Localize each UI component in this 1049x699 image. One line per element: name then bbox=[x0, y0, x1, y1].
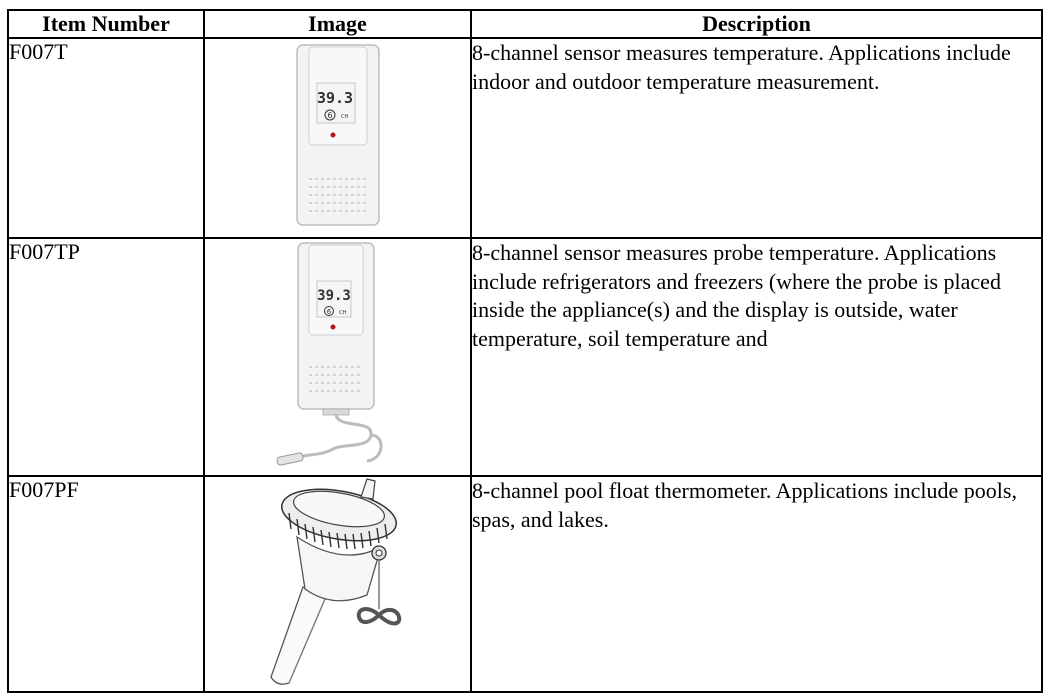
header-description: Description bbox=[470, 9, 1043, 39]
description-cell: 8-channel sensor measures probe temperat… bbox=[470, 237, 1043, 477]
table-row: F007PF bbox=[7, 475, 1043, 693]
item-number-cell: F007PF bbox=[7, 475, 205, 693]
display-reading: 39.3 bbox=[316, 89, 352, 107]
header-item-number: Item Number bbox=[7, 9, 205, 39]
pool-float-thermometer-icon bbox=[269, 478, 401, 685]
probe-temperature-sensor-icon: 39.3 6 CH bbox=[276, 242, 382, 466]
table-row: F007T 39.3 6 CH bbox=[7, 37, 1043, 239]
image-cell: 39.3 6 CH bbox=[203, 237, 472, 477]
header-image: Image bbox=[203, 9, 472, 39]
table-row: F007TP 39.3 6 CH bbox=[7, 237, 1043, 477]
description-cell: 8-channel sensor measures temperature. A… bbox=[470, 37, 1043, 239]
sensor-table: Item Number Image Description F007T 39.3… bbox=[7, 9, 1043, 693]
temperature-sensor-icon: 39.3 6 CH bbox=[295, 44, 380, 226]
display-channel: 6 bbox=[326, 308, 331, 316]
channel-label: CH bbox=[339, 310, 346, 316]
image-cell bbox=[203, 475, 472, 693]
channel-label: CH bbox=[341, 114, 348, 120]
description-cell: 8-channel pool float thermometer. Applic… bbox=[470, 475, 1043, 693]
item-number-cell: F007TP bbox=[7, 237, 205, 477]
display-reading: 39.3 bbox=[317, 288, 351, 304]
display-channel: 6 bbox=[327, 111, 332, 120]
item-number-cell: F007T bbox=[7, 37, 205, 239]
image-cell: 39.3 6 CH bbox=[203, 37, 472, 239]
header-row: Item Number Image Description bbox=[7, 9, 1043, 39]
